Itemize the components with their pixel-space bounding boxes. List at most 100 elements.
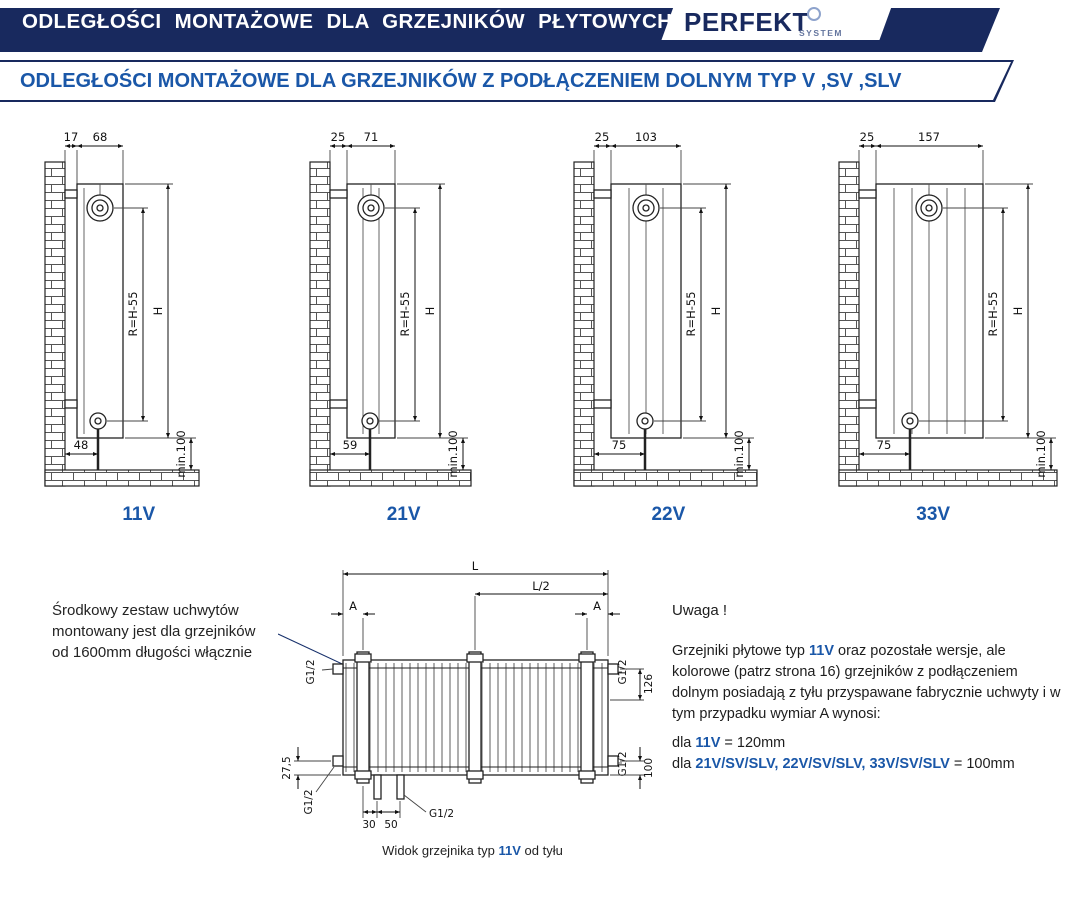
g12-bottom-center: G1/2 — [403, 794, 454, 820]
logo-text: PERFEKT — [684, 7, 809, 37]
stub-bottom-right — [607, 755, 619, 767]
dim-100: 100 — [610, 747, 655, 789]
diagram-33v: 25 157 — [807, 128, 1059, 526]
dim-L: L — [342, 560, 609, 656]
floor — [308, 469, 472, 487]
dim-min: min.100 — [1034, 430, 1054, 478]
wall — [308, 161, 331, 487]
wall — [573, 161, 595, 487]
dim-r: R=H-55 — [378, 207, 420, 422]
diagram-22v: 25 103 — [542, 128, 794, 526]
uwaga-text-1: Grzejniki płytowe typ — [672, 643, 809, 659]
g12-bottom-right: G1/2 — [617, 751, 629, 776]
diagram-33v-drawing: 25 157 — [838, 130, 1058, 487]
dla-value: = 120mm — [720, 735, 786, 751]
logo-subtext: SYSTEM — [799, 28, 843, 38]
diagram-21v: 25 71 — [278, 128, 530, 526]
dim-min: min.100 — [732, 430, 752, 478]
floor — [838, 469, 1058, 487]
dim-h: H — [396, 183, 468, 439]
dim-depth: 157 — [918, 130, 940, 144]
dim-A-left: A — [331, 599, 375, 650]
uwaga-line-11v: dla 11V = 120mm — [672, 733, 1064, 754]
dim-bottom-label: 59 — [342, 438, 357, 452]
sub-banner: ODLEGŁOŚCI MONTAŻOWE DLA GRZEJNIKÓW Z PO… — [0, 62, 1011, 100]
dla-prefix: dla — [672, 756, 696, 772]
dim-min-label: min.100 — [1034, 430, 1048, 477]
g12-bottom-left: G1/2 — [303, 766, 335, 815]
uwaga-type-11v: 11V — [809, 643, 834, 659]
dim-wall-gap: 25 — [860, 130, 875, 144]
note-line-2: montowany jest dla grzejników — [52, 623, 256, 640]
dim-50-label: 50 — [384, 819, 397, 831]
dim-30-50: 30 50 — [362, 786, 401, 831]
dim-r-label: R=H-55 — [986, 291, 1000, 336]
dim-275: 27,5 — [281, 747, 341, 789]
dim-min-label: min.100 — [446, 430, 460, 477]
diagram-type-label: 22V — [651, 504, 686, 525]
diagram-22v-drawing: 25 103 — [573, 130, 758, 487]
uwaga-title: Uwaga ! — [672, 602, 728, 619]
diagram-11v-drawing: 17 68 — [44, 130, 200, 487]
dla-types: 21V/SV/SLV, 22V/SV/SLV, 33V/SV/SLV — [695, 756, 950, 772]
dla-value: = 100mm — [949, 756, 1015, 772]
g12-label: G1/2 — [303, 789, 315, 814]
wall — [44, 161, 66, 487]
rear-view-drawing: L L/2 A A — [278, 560, 655, 831]
dim-wall-gap: 17 — [63, 130, 78, 144]
bottom-pipe-2 — [396, 774, 405, 800]
dim-bottom-label: 75 — [612, 438, 627, 452]
dim-r-label: R=H-55 — [126, 291, 140, 336]
bracket-center — [466, 651, 484, 784]
g12-label: G1/2 — [617, 659, 629, 684]
stub-top-right — [607, 663, 619, 675]
dim-min-label: min.100 — [174, 430, 188, 477]
dim-L2: L/2 — [474, 579, 608, 650]
diagram-type-label: 21V — [386, 504, 421, 525]
sub-banner-border: ODLEGŁOŚCI MONTAŻOWE DLA GRZEJNIKÓW Z PO… — [0, 60, 1014, 102]
dim-30-label: 30 — [362, 819, 375, 831]
g12-top-left: G1/2 — [305, 659, 334, 685]
g12-top-right: G1/2 — [617, 659, 629, 684]
dim-min: min.100 — [446, 430, 465, 478]
radiator — [64, 183, 124, 470]
sub-banner-title: ODLEGŁOŚCI MONTAŻOWE DLA GRZEJNIKÓW Z PO… — [20, 70, 902, 92]
note-line-3: od 1600mm długości włącznie — [52, 644, 253, 661]
dim-h-label: H — [1011, 307, 1025, 316]
dim-h: H — [124, 183, 196, 439]
radiator — [593, 183, 683, 470]
g12-label: G1/2 — [305, 659, 317, 684]
dim-h-label: H — [151, 307, 165, 316]
dim-bottom: 75 — [859, 438, 911, 456]
dim-bottom: 75 — [594, 438, 646, 456]
dim-depth: 68 — [92, 130, 107, 144]
note-text: Środkowy zestaw uchwytów montowany jest … — [52, 600, 292, 663]
diagram-11v: 17 68 — [13, 128, 265, 526]
uwaga-paragraph: Grzejniki płytowe typ 11V oraz pozostałe… — [672, 641, 1064, 725]
dim-bottom-label: 48 — [73, 438, 88, 452]
dim-h: H — [683, 183, 755, 439]
rear-view-caption: Widok grzejnika typ 11V od tyłu — [300, 843, 645, 858]
dla-type: 11V — [695, 735, 721, 751]
diagram-type-label: 11V — [122, 504, 156, 525]
caption-type: 11V — [498, 843, 521, 858]
dim-r: R=H-55 — [919, 207, 1009, 422]
rear-view: L L/2 A A — [278, 560, 668, 860]
dim-depth: 71 — [363, 130, 378, 144]
dim-r: R=H-55 — [654, 207, 707, 422]
note-line-1: Środkowy zestaw uchwytów — [52, 602, 239, 619]
top-dimension: 25 157 — [858, 130, 984, 184]
dim-100-label: 100 — [643, 758, 655, 778]
radiator — [328, 183, 396, 470]
stub-bottom-left — [332, 755, 344, 767]
caption-suffix: od tyłu — [520, 843, 563, 858]
top-dimension: 25 71 — [329, 130, 396, 184]
dim-r-label: R=H-55 — [684, 291, 698, 336]
diagram-row: 17 68 — [0, 128, 1072, 526]
dim-h-label: H — [423, 307, 437, 316]
dim-h: H — [985, 183, 1057, 439]
wall — [838, 161, 860, 487]
diagram-21v-drawing: 25 71 — [308, 130, 472, 487]
g12-label: G1/2 — [429, 808, 454, 820]
